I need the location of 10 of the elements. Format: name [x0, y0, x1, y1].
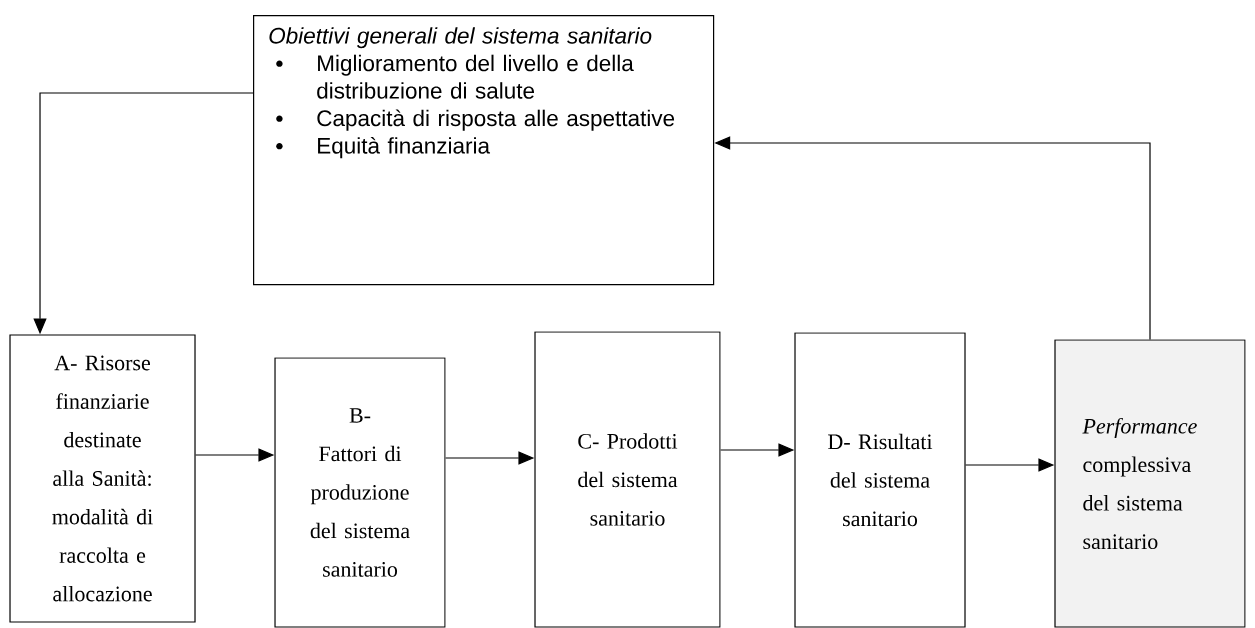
stage-box: Performance complessiva del sistema sanitario: [1054, 339, 1246, 628]
bullet-item: Miglioramento del livello e della distribuzione di salute: [276, 54, 634, 99]
box-heading: Obiettivi generali del sistema sanitario: [269, 27, 652, 49]
stage-box: C- Prodotti del sistema sanitario: [534, 331, 721, 628]
bullet-item: Capacità di risposta alle aspettative: [276, 109, 675, 131]
goal-box: [253, 15, 715, 286]
stage-box: B- Fattori di produzione del sistema sanitario: [274, 357, 446, 628]
stage-box: A- Risorse finanziarie destinate alla Sanità: modalità di raccolta e allocazione: [9, 334, 196, 623]
stage-box: D- Risultati del sistema sanitario: [794, 332, 966, 628]
bullet-item: Equità finanziaria: [276, 136, 490, 159]
